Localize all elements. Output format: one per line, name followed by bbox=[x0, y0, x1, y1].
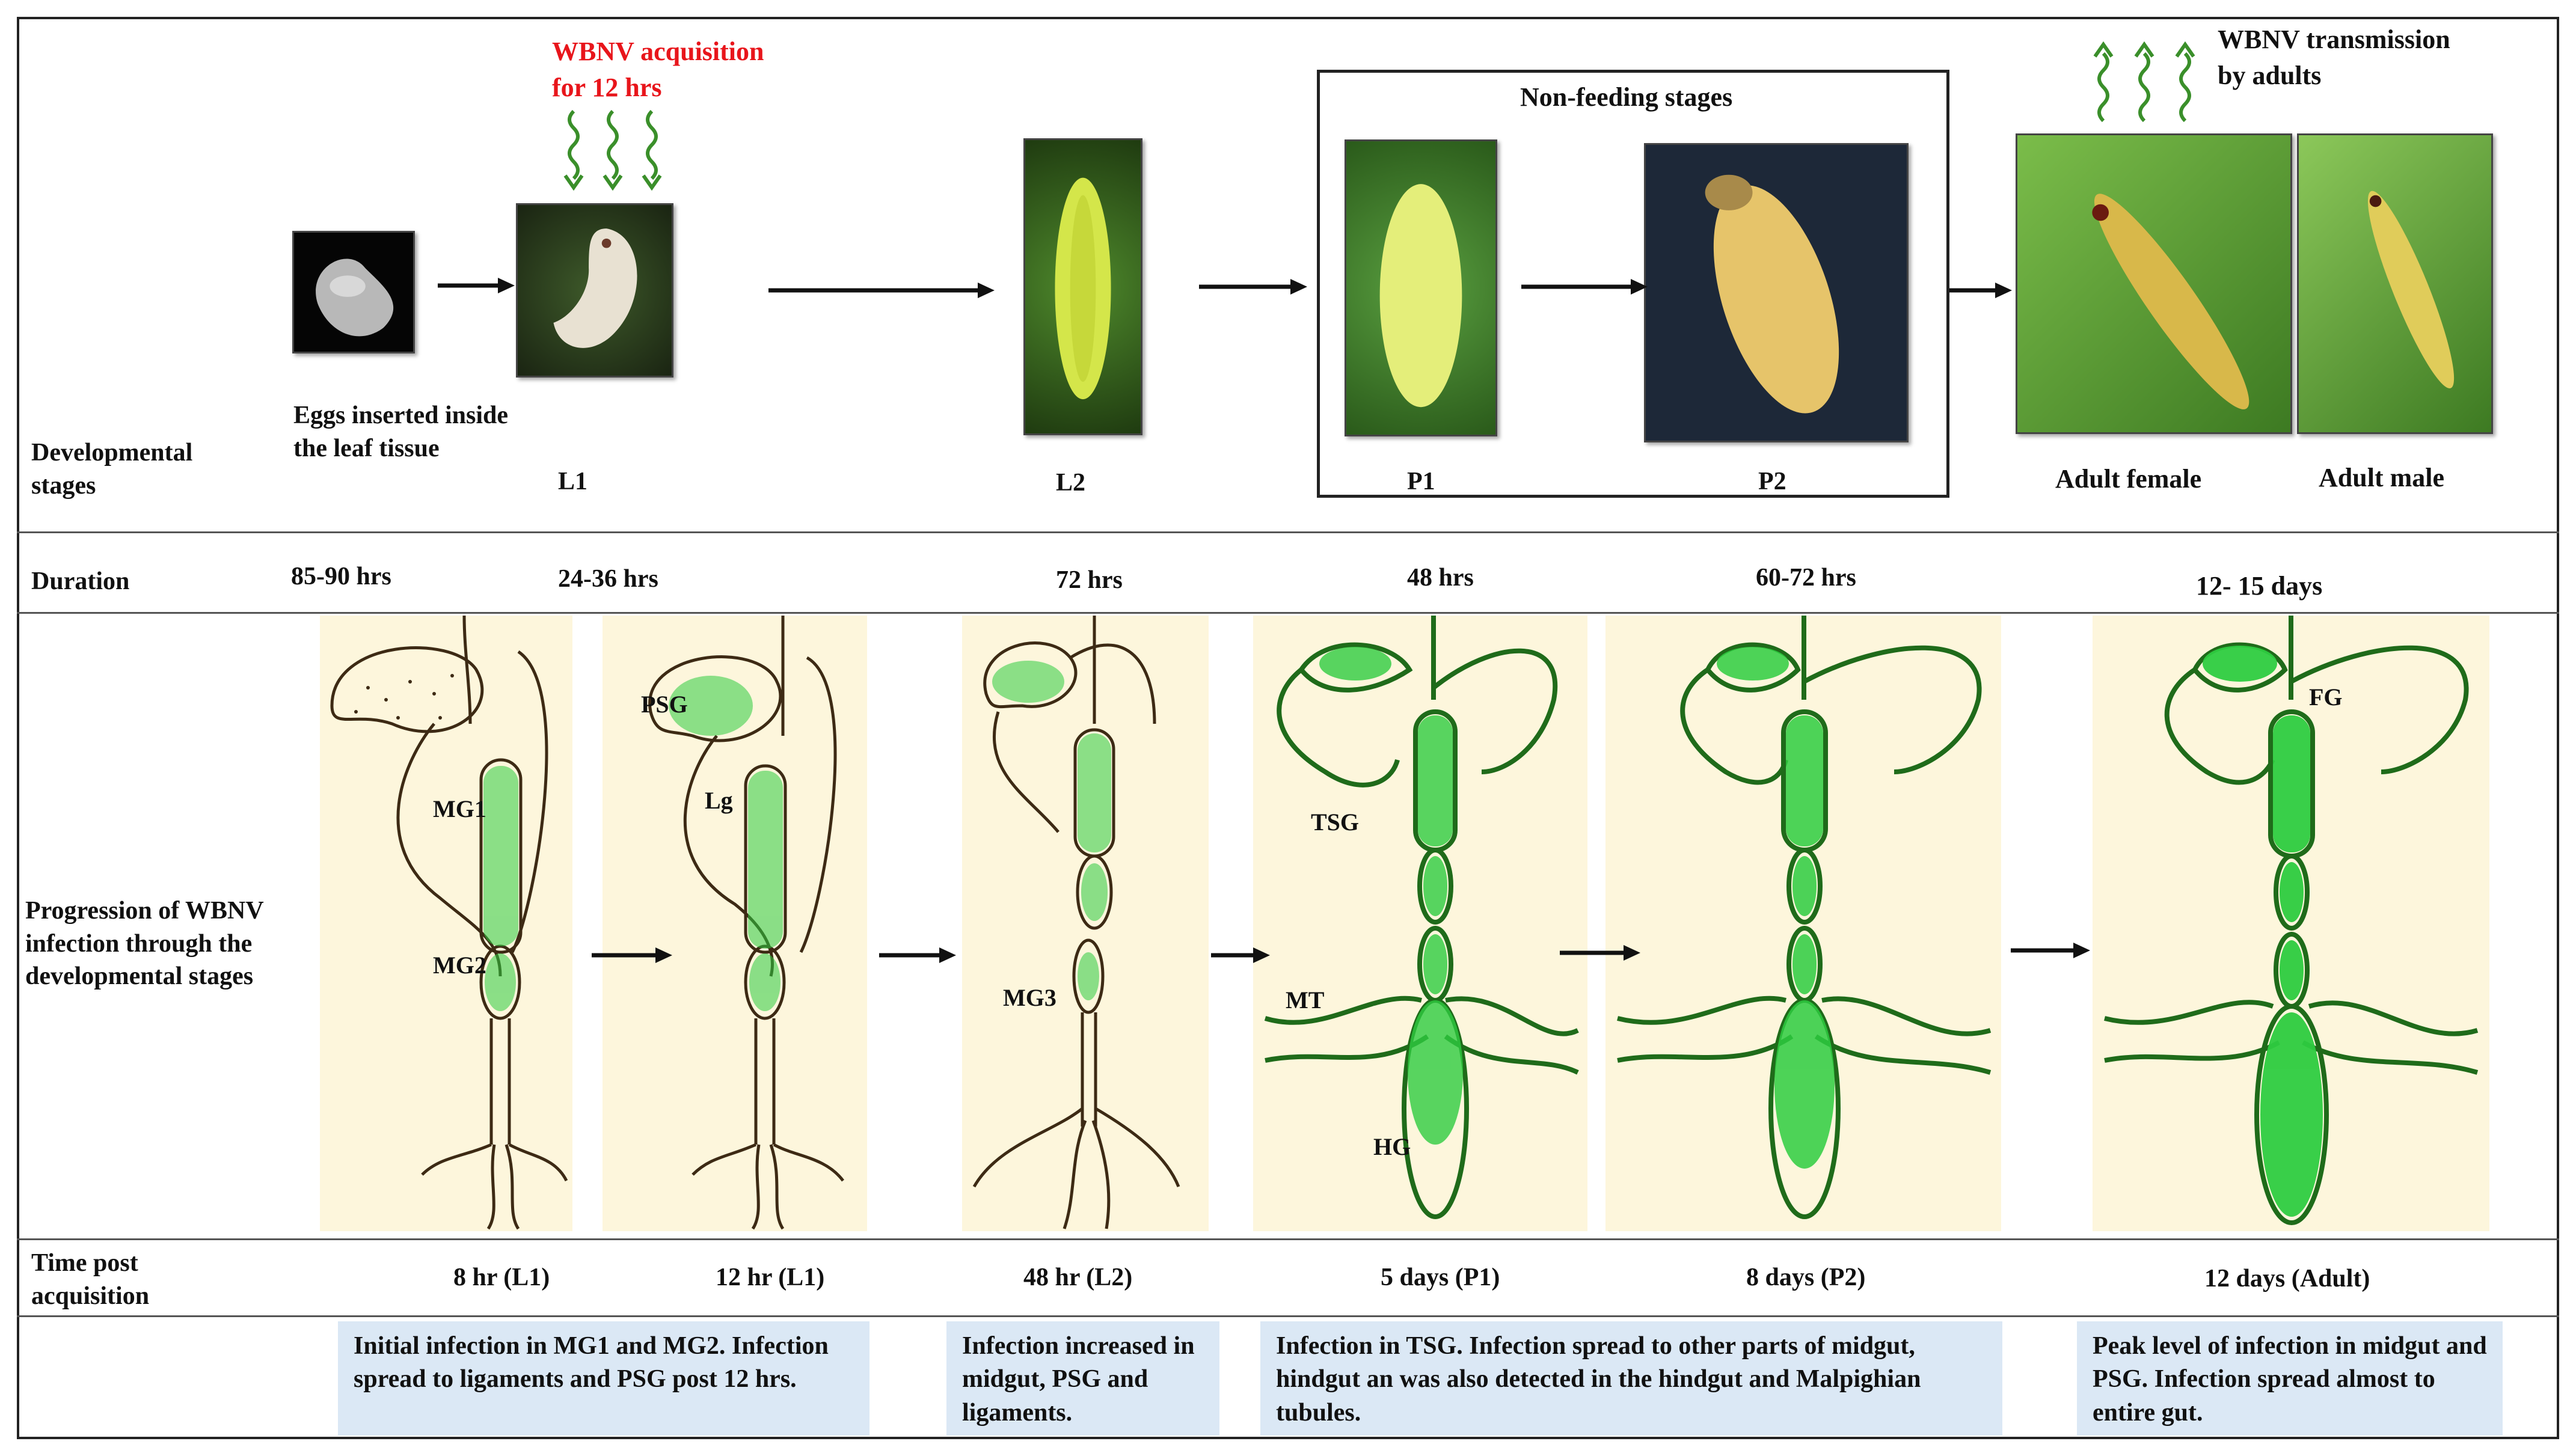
stage-arrow-icon bbox=[1521, 279, 1648, 295]
row-header-progression: Progression of WBNV infection through th… bbox=[25, 897, 263, 991]
gut-drawing bbox=[2104, 616, 2479, 1225]
gut-diagram-8hr bbox=[320, 616, 572, 1231]
gut-label-lg: Lg bbox=[705, 787, 733, 814]
stage-arrow-icon bbox=[438, 278, 515, 293]
duration-l1: 24-36 hrs bbox=[558, 565, 658, 593]
gut-label-fg: FG bbox=[2309, 684, 2343, 711]
progression-arrow-icon bbox=[1560, 945, 1640, 961]
duration-p2: 60-72 hrs bbox=[1756, 564, 1856, 592]
gut-diagram-12days bbox=[2093, 616, 2489, 1231]
gut-diagram-48hr bbox=[962, 616, 1209, 1231]
l2-larva-photo bbox=[1023, 138, 1142, 435]
progression-arrow-icon bbox=[592, 947, 672, 963]
acquisition-label-line2: for 12 hrs bbox=[552, 73, 662, 102]
acquisition-label-line1: WBNV acquisition bbox=[552, 37, 764, 66]
row-header-developmental-stages: Developmental stages bbox=[31, 439, 193, 500]
stage-arrow-icon bbox=[768, 283, 995, 298]
time-48hr: 48 hr (L2) bbox=[1023, 1264, 1133, 1291]
duration-p1: 48 hrs bbox=[1407, 564, 1474, 592]
transmission-label-line2: by adults bbox=[2218, 61, 2322, 90]
transmission-label-line1: WBNV transmission bbox=[2218, 25, 2450, 54]
gut-label-hg: HG bbox=[1373, 1133, 1411, 1160]
row-divider bbox=[17, 612, 2559, 614]
description-5-8days: Infection in TSG. Infection spread to ot… bbox=[1260, 1321, 2002, 1436]
figure-frame bbox=[17, 17, 2559, 1439]
stage-label-eggs: Eggs inserted inside the leaf tissue bbox=[293, 402, 509, 462]
gut-drawing bbox=[972, 616, 1180, 1229]
gut-label-mg1: MG1 bbox=[433, 795, 486, 822]
row-divider bbox=[17, 1238, 2559, 1240]
gut-drawing bbox=[330, 616, 568, 1230]
row-divider bbox=[17, 531, 2559, 533]
progression-arrow-icon bbox=[1211, 947, 1270, 963]
egg-photo bbox=[292, 231, 415, 353]
l1-larva-photo bbox=[516, 203, 673, 378]
description-8-12hr: Initial infection in MG1 and MG2. Infect… bbox=[338, 1321, 869, 1436]
duration-l2: 72 hrs bbox=[1056, 566, 1123, 594]
stage-label-p2: P2 bbox=[1758, 468, 1786, 495]
gut-diagram-5days bbox=[1253, 616, 1587, 1231]
progression-arrow-icon bbox=[879, 947, 956, 963]
row-header-time-post-acquisition: Time post acquisition bbox=[31, 1249, 150, 1310]
duration-eggs: 85-90 hrs bbox=[291, 563, 391, 590]
time-5days: 5 days (P1) bbox=[1381, 1264, 1500, 1291]
stage-label-adult-female: Adult female bbox=[2055, 464, 2202, 494]
p2-pupa-photo bbox=[1644, 143, 1909, 442]
time-8hr: 8 hr (L1) bbox=[453, 1264, 550, 1291]
row-header-duration: Duration bbox=[31, 567, 130, 595]
gut-drawing bbox=[1617, 616, 1992, 1219]
p1-prepupa-photo bbox=[1345, 139, 1497, 436]
gut-label-mg3: MG3 bbox=[1003, 984, 1056, 1011]
gut-drawing bbox=[1264, 616, 1579, 1219]
row-divider bbox=[17, 1315, 2559, 1317]
stage-label-l2: L2 bbox=[1056, 469, 1086, 497]
non-feeding-stages-title: Non-feeding stages bbox=[1520, 82, 1733, 112]
acquisition-squiggle-arrows-icon bbox=[563, 109, 662, 191]
gut-label-psg: PSG bbox=[641, 691, 688, 718]
gut-label-tsg: TSG bbox=[1311, 809, 1360, 836]
transmission-squiggle-arrows-icon bbox=[2093, 41, 2195, 123]
description-12days: Peak level of infection in midgut and PS… bbox=[2077, 1321, 2503, 1436]
gut-label-mg2: MG2 bbox=[433, 952, 486, 979]
time-8days: 8 days (P2) bbox=[1746, 1264, 1866, 1291]
gut-label-mt: MT bbox=[1286, 986, 1325, 1014]
gut-diagram-8days bbox=[1605, 616, 2001, 1231]
time-12days: 12 days (Adult) bbox=[2204, 1265, 2370, 1292]
stage-label-l1: L1 bbox=[558, 468, 588, 495]
gut-drawing bbox=[648, 616, 844, 1230]
time-12hr: 12 hr (L1) bbox=[716, 1264, 825, 1291]
stage-arrow-icon bbox=[1949, 283, 2012, 298]
gut-diagram-12hr bbox=[603, 616, 867, 1231]
description-48hr: Infection increased in midgut, PSG and l… bbox=[946, 1321, 1219, 1436]
stage-label-p1: P1 bbox=[1407, 468, 1435, 495]
adult-male-photo bbox=[2297, 133, 2493, 434]
stage-arrow-icon bbox=[1199, 279, 1307, 295]
stage-label-adult-male: Adult male bbox=[2319, 463, 2444, 492]
progression-arrow-icon bbox=[2011, 943, 2090, 958]
adult-female-photo bbox=[2016, 133, 2292, 434]
duration-adult: 12- 15 days bbox=[2196, 571, 2323, 601]
non-feeding-stages-box bbox=[1317, 70, 1949, 498]
